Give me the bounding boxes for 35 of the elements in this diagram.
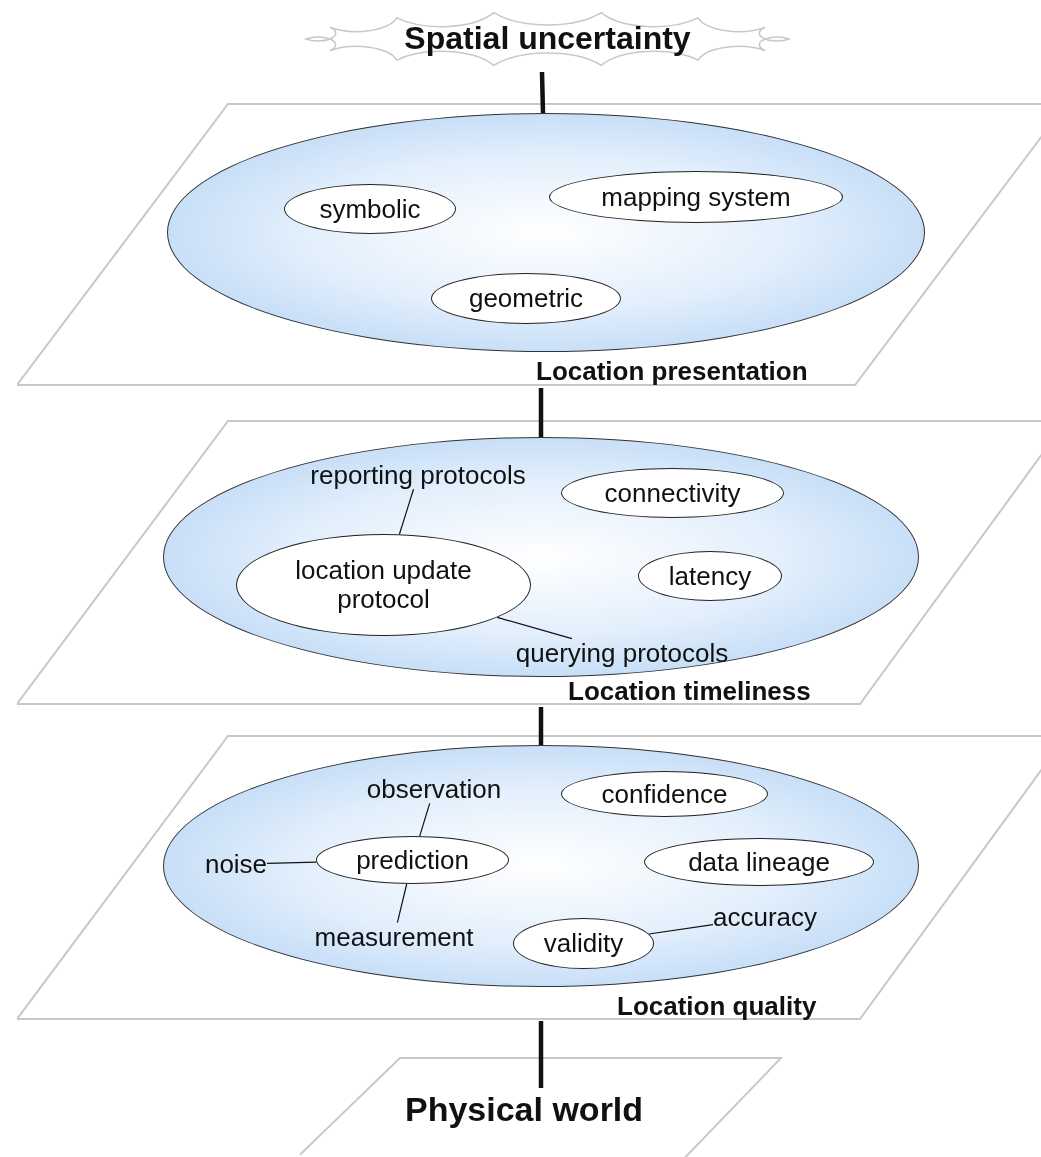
layer-title: Location quality — [617, 992, 817, 1021]
leader-line — [648, 924, 714, 935]
term-ellipse: data lineage — [644, 838, 874, 886]
term-label: noise — [204, 849, 268, 879]
layer-plane — [17, 735, 1041, 1020]
term-label: measurement — [314, 922, 474, 952]
term-label: querying protocols — [515, 638, 729, 668]
leader-line — [419, 802, 431, 837]
term-ellipse: mapping system — [549, 171, 843, 223]
layer-title: Physical world — [405, 1091, 644, 1129]
term-label: reporting protocols — [310, 460, 526, 490]
layer-plane — [300, 1057, 785, 1157]
layer-plane — [17, 420, 1041, 705]
layer-title: Location timeliness — [568, 677, 811, 706]
layer-plane — [17, 103, 1041, 386]
term-label: observation — [366, 774, 502, 804]
cloud-title: Spatial uncertainty — [404, 21, 691, 57]
connector-line — [538, 388, 544, 437]
leader-line — [396, 883, 408, 924]
leader-line — [266, 861, 317, 864]
term-ellipse: location update protocol — [236, 534, 531, 636]
connector-line — [538, 1021, 544, 1088]
term-label: accuracy — [713, 902, 817, 932]
term-ellipse: latency — [638, 551, 782, 601]
leader-line — [398, 488, 415, 535]
connector-line — [539, 71, 546, 114]
term-ellipse: geometric — [431, 273, 621, 324]
leader-line — [496, 616, 573, 640]
connector-line — [538, 707, 544, 745]
layer-title: Location presentation — [536, 357, 808, 386]
term-ellipse: prediction — [316, 836, 509, 884]
term-ellipse: connectivity — [561, 468, 784, 518]
term-ellipse: symbolic — [284, 184, 456, 234]
term-ellipse: confidence — [561, 771, 768, 817]
term-ellipse: validity — [513, 918, 654, 969]
